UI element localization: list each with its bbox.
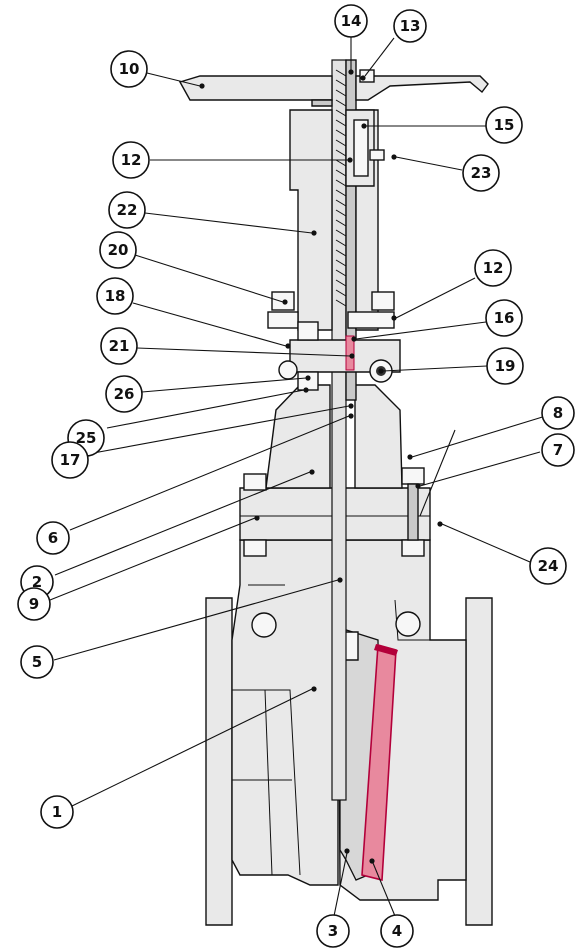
svg-text:15: 15	[494, 116, 515, 134]
left-rib-boss	[251, 612, 277, 638]
svg-text:26: 26	[114, 385, 135, 403]
callout-4: 4	[380, 914, 414, 948]
body-bolt-nut-bottom-left	[243, 539, 267, 557]
svg-text:6: 6	[48, 529, 58, 547]
callout-6: 6	[36, 521, 70, 555]
svg-text:14: 14	[341, 12, 362, 30]
svg-text:8: 8	[553, 404, 563, 422]
svg-text:20: 20	[108, 241, 129, 259]
callout-10: 10	[110, 50, 148, 88]
callout-12-lower: 12	[474, 249, 512, 287]
svg-text:25: 25	[76, 429, 97, 447]
eyebolt-nut	[297, 371, 319, 391]
callout-3: 3	[316, 914, 350, 948]
callout-13: 13	[393, 9, 427, 43]
svg-text:10: 10	[119, 60, 140, 78]
packing	[345, 335, 355, 371]
svg-text:2: 2	[32, 573, 42, 591]
svg-text:5: 5	[32, 653, 42, 671]
yoke-bolt-nut-right	[371, 291, 395, 311]
handwheel	[178, 75, 333, 101]
leader-lines	[49, 37, 550, 917]
callout-26: 26	[105, 375, 143, 413]
yoke-left-arm	[289, 109, 333, 331]
gland-nut	[297, 321, 319, 341]
svg-text:16: 16	[494, 309, 515, 327]
grease-nipple	[369, 149, 385, 161]
svg-text:23: 23	[471, 164, 492, 182]
svg-text:12: 12	[121, 151, 142, 169]
callout-14: 14	[334, 4, 368, 38]
svg-text:21: 21	[109, 337, 130, 355]
body-bolt-nut-bottom-right	[401, 539, 425, 557]
valve-drawing	[178, 59, 493, 926]
callout-5: 5	[20, 645, 54, 679]
svg-text:19: 19	[495, 357, 516, 375]
body-stud	[407, 483, 419, 541]
right-rib-boss	[395, 611, 421, 637]
callout-1: 1	[40, 795, 74, 829]
callout-15: 15	[485, 106, 523, 144]
svg-text:9: 9	[29, 595, 39, 613]
callout-7: 7	[541, 433, 575, 467]
svg-text:1: 1	[52, 803, 62, 821]
callout-17: 17	[51, 441, 89, 479]
svg-text:22: 22	[117, 201, 138, 219]
svg-text:3: 3	[328, 922, 338, 940]
svg-text:17: 17	[60, 451, 81, 469]
body-bolt-nut-top-right	[401, 467, 425, 485]
svg-text:7: 7	[553, 441, 563, 459]
svg-text:13: 13	[400, 17, 421, 35]
body-left-half	[231, 539, 339, 886]
callout-23: 23	[462, 154, 500, 192]
callout-16: 16	[485, 299, 523, 337]
right-flange	[465, 597, 493, 926]
callout-12-upper: 12	[112, 141, 150, 179]
callout-24: 24	[529, 547, 567, 585]
stem	[331, 59, 347, 801]
callouts: 14 13 10 15 12 23 22 20 12 18 16 21 19 2…	[17, 4, 575, 948]
body-bolt-nut-top-left	[243, 473, 267, 491]
callout-20: 20	[99, 231, 137, 269]
callout-8: 8	[541, 396, 575, 430]
svg-text:18: 18	[105, 287, 126, 305]
svg-text:24: 24	[538, 557, 559, 575]
callout-19: 19	[486, 347, 524, 385]
eyebolt-eye	[278, 360, 298, 380]
left-flange	[205, 597, 233, 926]
svg-text:4: 4	[392, 922, 402, 940]
svg-text:12: 12	[483, 259, 504, 277]
callout-21: 21	[100, 327, 138, 365]
callout-9: 9	[17, 587, 51, 621]
callout-18: 18	[96, 277, 134, 315]
callout-22: 22	[108, 191, 146, 229]
